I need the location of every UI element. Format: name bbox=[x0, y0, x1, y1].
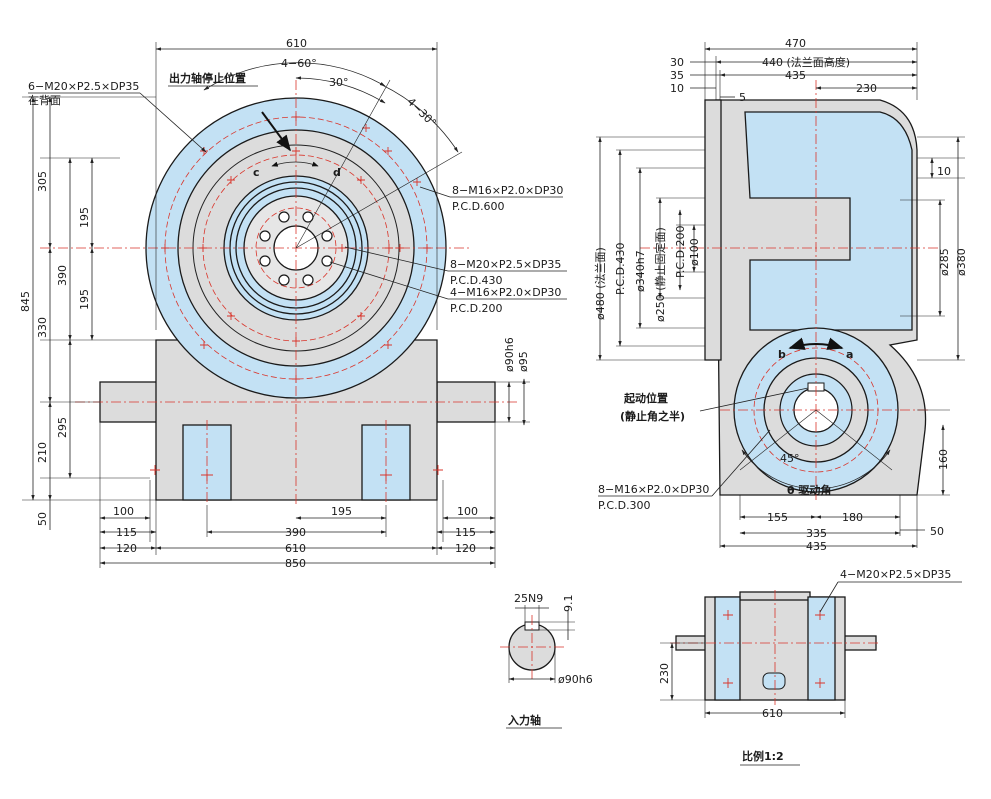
label-shaft-dia: ø90h6 bbox=[558, 673, 593, 686]
label-b-100L: 100 bbox=[113, 505, 134, 518]
drive-angle-arc bbox=[741, 449, 891, 490]
label-b-100R: 100 bbox=[457, 505, 478, 518]
label-start-1: 起动位置 bbox=[623, 391, 668, 405]
label-b-335: 335 bbox=[806, 527, 827, 540]
label-b-390: 390 bbox=[285, 526, 306, 539]
arc-4x30 bbox=[379, 83, 459, 153]
label-hole-6m20: 6−M20×P2.5×DP35 bbox=[28, 80, 139, 93]
side-view: b a θ 驱动角 45° 起动位置 (静止角之半) 8−M16×P2.0×DP… bbox=[593, 37, 968, 553]
label-45: 45° bbox=[780, 452, 800, 465]
label-v-50: 50 bbox=[36, 512, 49, 526]
label-v-340: ø340h7 bbox=[634, 250, 647, 292]
label-bottom-hole: 4−M20×P2.5×DP35 bbox=[840, 568, 951, 581]
arc-30 bbox=[295, 76, 386, 104]
note2-line-b: P.C.D.430 bbox=[450, 274, 503, 287]
rotation-letter-b: b bbox=[778, 348, 786, 361]
label-key-width: 25N9 bbox=[514, 592, 543, 605]
output-stop-arrow bbox=[261, 111, 291, 152]
label-scale: 比例1:2 bbox=[742, 749, 784, 763]
note2-line-a: 8−M20×P2.5×DP35 bbox=[450, 258, 561, 271]
leader-6m20 bbox=[139, 92, 207, 153]
rotation-arrow-cd bbox=[271, 161, 319, 167]
bottom-left-pad bbox=[714, 596, 741, 701]
label-shaft-95: ø95 bbox=[517, 351, 530, 372]
label-l-10: 10 bbox=[670, 82, 684, 95]
label-v-195a: 195 bbox=[78, 207, 91, 228]
hub-holes bbox=[259, 211, 333, 286]
note1-line-b: P.C.D.600 bbox=[452, 200, 505, 213]
label-b-50: 50 bbox=[930, 525, 944, 538]
label-hole-back: 在背面 bbox=[28, 93, 61, 107]
label-b-610: 610 bbox=[285, 542, 306, 555]
label-v-305: 305 bbox=[36, 171, 49, 192]
label-v-210: 210 bbox=[36, 442, 49, 463]
label-l-30: 30 bbox=[670, 56, 684, 69]
label-v-250: ø250 (静止固定面) bbox=[653, 227, 667, 322]
label-4x60: 4−60° bbox=[281, 57, 317, 70]
label-b-120L: 120 bbox=[116, 542, 137, 555]
arc-4x60 bbox=[203, 62, 386, 91]
label-key-depth: 9.1 bbox=[562, 595, 575, 613]
label-v-160: 160 bbox=[937, 449, 950, 470]
bottom-center-slot bbox=[762, 672, 786, 690]
note3-line-b: P.C.D.200 bbox=[450, 302, 503, 315]
label-v-200: P.C.D.200 bbox=[674, 225, 687, 278]
label-bottom-610: 610 bbox=[762, 707, 783, 720]
label-v-480: ø480 (法兰面) bbox=[593, 247, 607, 320]
rotation-letter-d: d bbox=[333, 166, 341, 179]
label-t-230: 230 bbox=[856, 82, 877, 95]
label-v-330: 330 bbox=[36, 317, 49, 338]
label-r-380: ø380 bbox=[955, 248, 968, 276]
label-v-100: ø100 bbox=[688, 238, 701, 266]
bottom-view: 4−M20×P2.5×DP35 230 610 比例1:2 bbox=[658, 568, 962, 766]
label-b-115L: 115 bbox=[116, 526, 137, 539]
label-l-35: 35 bbox=[670, 69, 684, 82]
label-t-470: 470 bbox=[785, 37, 806, 50]
label-t-440: 440 (法兰面高度) bbox=[762, 55, 850, 69]
side-upper-blue bbox=[744, 111, 913, 331]
label-v-195b: 195 bbox=[78, 289, 91, 310]
note1-line-a: 8−M16×P2.0×DP30 bbox=[452, 184, 563, 197]
label-l-5: 5 bbox=[739, 91, 746, 104]
label-v-430: P.C.D.430 bbox=[614, 242, 627, 295]
label-v-390: 390 bbox=[56, 265, 69, 286]
side-flange-plate bbox=[704, 99, 722, 361]
label-r-285: ø285 bbox=[938, 248, 951, 276]
label-b-180: 180 bbox=[842, 511, 863, 524]
rotation-letter-a: a bbox=[846, 348, 853, 361]
label-b-120R: 120 bbox=[455, 542, 476, 555]
note3-line-a: 4−M16×P2.0×DP30 bbox=[450, 286, 561, 299]
label-shaft-caption: 入力轴 bbox=[508, 713, 541, 727]
label-output-stop: 出力轴停止位置 bbox=[169, 71, 246, 85]
label-bottom-230: 230 bbox=[658, 663, 671, 684]
label-start-2: (静止角之半) bbox=[620, 409, 685, 423]
label-side-hole-b: P.C.D.300 bbox=[598, 499, 651, 512]
label-shaft-90h6: ø90h6 bbox=[503, 337, 516, 372]
label-v-295: 295 bbox=[56, 417, 69, 438]
label-top-610: 610 bbox=[286, 37, 307, 50]
label-b-435: 435 bbox=[806, 540, 827, 553]
label-v-845: 845 bbox=[19, 291, 32, 312]
label-t-435: 435 bbox=[785, 69, 806, 82]
label-b-115R: 115 bbox=[455, 526, 476, 539]
rotation-arrow-ab bbox=[788, 337, 844, 350]
label-30: 30° bbox=[329, 76, 349, 89]
label-b-155: 155 bbox=[767, 511, 788, 524]
rotation-letter-c: c bbox=[253, 166, 260, 179]
label-r-10: 10 bbox=[937, 165, 951, 178]
label-drive-angle: θ 驱动角 bbox=[787, 483, 831, 497]
label-side-hole-a: 8−M16×P2.0×DP30 bbox=[598, 483, 709, 496]
shaft-section: 25N9 9.1 ø90h6 入力轴 bbox=[500, 592, 593, 729]
bottom-right-pad bbox=[807, 596, 836, 701]
front-view: c d 610 4−60° 30° 4−30° 出力轴停止位置 6−M20×P2… bbox=[19, 37, 567, 570]
label-b-850: 850 bbox=[285, 557, 306, 570]
label-b-195: 195 bbox=[331, 505, 352, 518]
label-4x30: 4−30° bbox=[404, 95, 438, 129]
